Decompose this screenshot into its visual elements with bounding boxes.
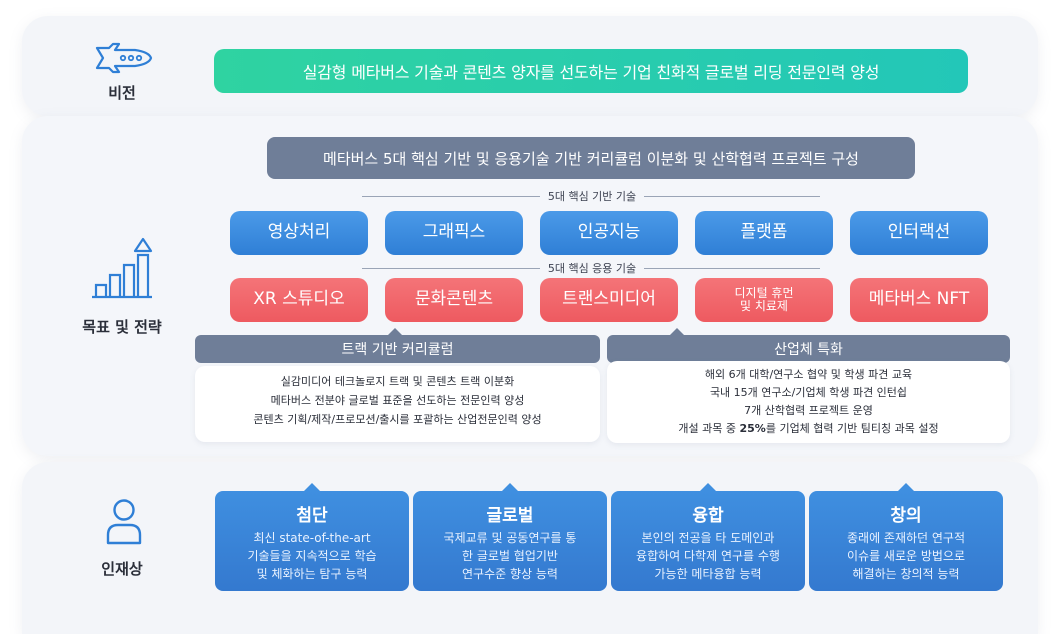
vision-statement: 실감형 메타버스 기술과 콘텐츠 양자를 선도하는 기업 친화적 글로벌 리딩 … bbox=[214, 49, 968, 93]
applied-tech-label: 메타버스 NFT bbox=[868, 289, 970, 310]
growth-chart-icon bbox=[90, 232, 154, 300]
talent-card-line: 종래에 존재하던 연구적 bbox=[846, 531, 966, 545]
core-caption: 5대 핵심 기반 기술 bbox=[540, 188, 644, 204]
goals-headline: 메타버스 5대 핵심 기반 및 응용기술 기반 커리큘럼 이분화 및 산학협력 … bbox=[267, 137, 915, 179]
applied-tech-xr-studio: XR 스튜디오 bbox=[230, 278, 368, 322]
applied-tech-label-line2: 및 치료제 bbox=[740, 299, 788, 313]
talent-card-line: 본인의 전공을 타 도메인과 bbox=[641, 531, 775, 545]
industry-line: 7개 산학협력 프로젝트 운영 bbox=[744, 404, 873, 417]
industry-line-highlight: 개설 과목 중 25%를 기업체 협력 기반 팀티칭 과목 설정 bbox=[607, 420, 1010, 438]
industry-line: 해외 6개 대학/연구소 협약 및 학생 파견 교육 bbox=[704, 368, 913, 381]
talent-card-line: 연구수준 향상 능력 bbox=[462, 567, 558, 581]
industry-line: 국내 15개 연구소/기업체 학생 파견 인턴쉽 bbox=[709, 386, 908, 399]
talent-card-line: 국제교류 및 공동연구를 통 bbox=[443, 531, 577, 545]
talent-card-title: 창의 bbox=[890, 506, 922, 526]
applied-tech-label: 문화콘텐츠 bbox=[414, 289, 494, 310]
track-line: 메타버스 전분야 글로벌 표준을 선도하는 전문인력 양성 bbox=[270, 394, 525, 407]
track-curriculum-box: 실감미디어 테크놀로지 트랙 및 콘텐츠 트랙 이분화 메타버스 전분야 글로벌… bbox=[195, 366, 600, 442]
applied-caption: 5대 핵심 응용 기술 bbox=[540, 260, 644, 276]
goals-label: 목표 및 전략 bbox=[82, 318, 162, 336]
talent-card-title: 융합 bbox=[692, 506, 724, 526]
talent-card-global: 글로벌 국제교류 및 공동연구를 통 한 글로벌 협업기반 연구수준 향상 능력 bbox=[413, 483, 607, 591]
industry-line-suffix: 를 기업체 협력 기반 팀티칭 과목 설정 bbox=[765, 422, 939, 435]
vision-label: 비전 bbox=[108, 84, 136, 102]
talent-card-title: 첨단 bbox=[296, 506, 328, 526]
core-tech-interaction: 인터랙션 bbox=[850, 211, 988, 255]
talent-card-title: 글로벌 bbox=[486, 506, 534, 526]
talent-card-line: 융합하여 다학제 연구를 수행 bbox=[636, 549, 780, 563]
applied-tech-transmedia: 트랜스미디어 bbox=[540, 278, 678, 322]
core-tech-graphics: 그래픽스 bbox=[385, 211, 523, 255]
industry-line-percent: 25% bbox=[739, 422, 766, 435]
talent-label: 인재상 bbox=[101, 560, 143, 578]
applied-tech-label-line1: 디지털 휴먼 bbox=[734, 286, 794, 301]
core-tech-image-processing: 영상처리 bbox=[230, 211, 368, 255]
industry-header: 산업체 특화 bbox=[607, 328, 1010, 363]
talent-card-advanced: 첨단 최신 state-of-the-art 기술들을 지속적으로 학습 및 체… bbox=[215, 483, 409, 591]
industry-line-prefix: 개설 과목 중 bbox=[678, 422, 740, 435]
applied-tech-metaverse-nft: 메타버스 NFT bbox=[850, 278, 988, 322]
talent-card-desc: 종래에 존재하던 연구적 이슈를 새로운 방법으로 해결하는 창의적 능력 bbox=[809, 529, 1003, 583]
industry-box: 해외 6개 대학/연구소 협약 및 학생 파견 교육 국내 15개 연구소/기업… bbox=[607, 361, 1010, 443]
talent-card-creativity: 창의 종래에 존재하던 연구적 이슈를 새로운 방법으로 해결하는 창의적 능력 bbox=[809, 483, 1003, 591]
core-tech-platform: 플랫폼 bbox=[695, 211, 833, 255]
person-icon bbox=[102, 496, 146, 546]
talent-card-desc: 최신 state-of-the-art 기술들을 지속적으로 학습 및 체화하는… bbox=[215, 529, 409, 583]
talent-card-desc: 본인의 전공을 타 도메인과 융합하여 다학제 연구를 수행 가능한 메타융합 … bbox=[611, 529, 805, 583]
core-tech-ai: 인공지능 bbox=[540, 211, 678, 255]
talent-card-line: 최신 state-of-the-art bbox=[253, 531, 371, 545]
applied-tech-label: 트랜스미디어 bbox=[562, 289, 656, 310]
talent-card-line: 이슈를 새로운 방법으로 bbox=[846, 549, 966, 563]
track-line: 콘텐츠 기획/제작/프로모션/출시를 포괄하는 산업전문인력 양성 bbox=[253, 413, 542, 426]
rocket-icon bbox=[90, 38, 154, 78]
talent-card-line: 기술들을 지속적으로 학습 bbox=[247, 549, 377, 563]
talent-card-line: 한 글로벌 협업기반 bbox=[462, 549, 558, 563]
track-line: 실감미디어 테크놀로지 트랙 및 콘텐츠 트랙 이분화 bbox=[280, 375, 515, 388]
talent-card-desc: 국제교류 및 공동연구를 통 한 글로벌 협업기반 연구수준 향상 능력 bbox=[413, 529, 607, 583]
talent-card-line: 해결하는 창의적 능력 bbox=[852, 567, 960, 581]
talent-card-line: 가능한 메타융합 능력 bbox=[654, 567, 762, 581]
applied-tech-culture-content: 문화콘텐츠 bbox=[385, 278, 523, 322]
applied-tech-digital-human: 디지털 휴먼 및 치료제 bbox=[695, 278, 833, 322]
talent-card-convergence: 융합 본인의 전공을 타 도메인과 융합하여 다학제 연구를 수행 가능한 메타… bbox=[611, 483, 805, 591]
track-curriculum-header: 트랙 기반 커리큘럼 bbox=[195, 328, 600, 363]
talent-card-line: 및 체화하는 탐구 능력 bbox=[256, 567, 368, 581]
applied-tech-label: XR 스튜디오 bbox=[253, 289, 345, 310]
